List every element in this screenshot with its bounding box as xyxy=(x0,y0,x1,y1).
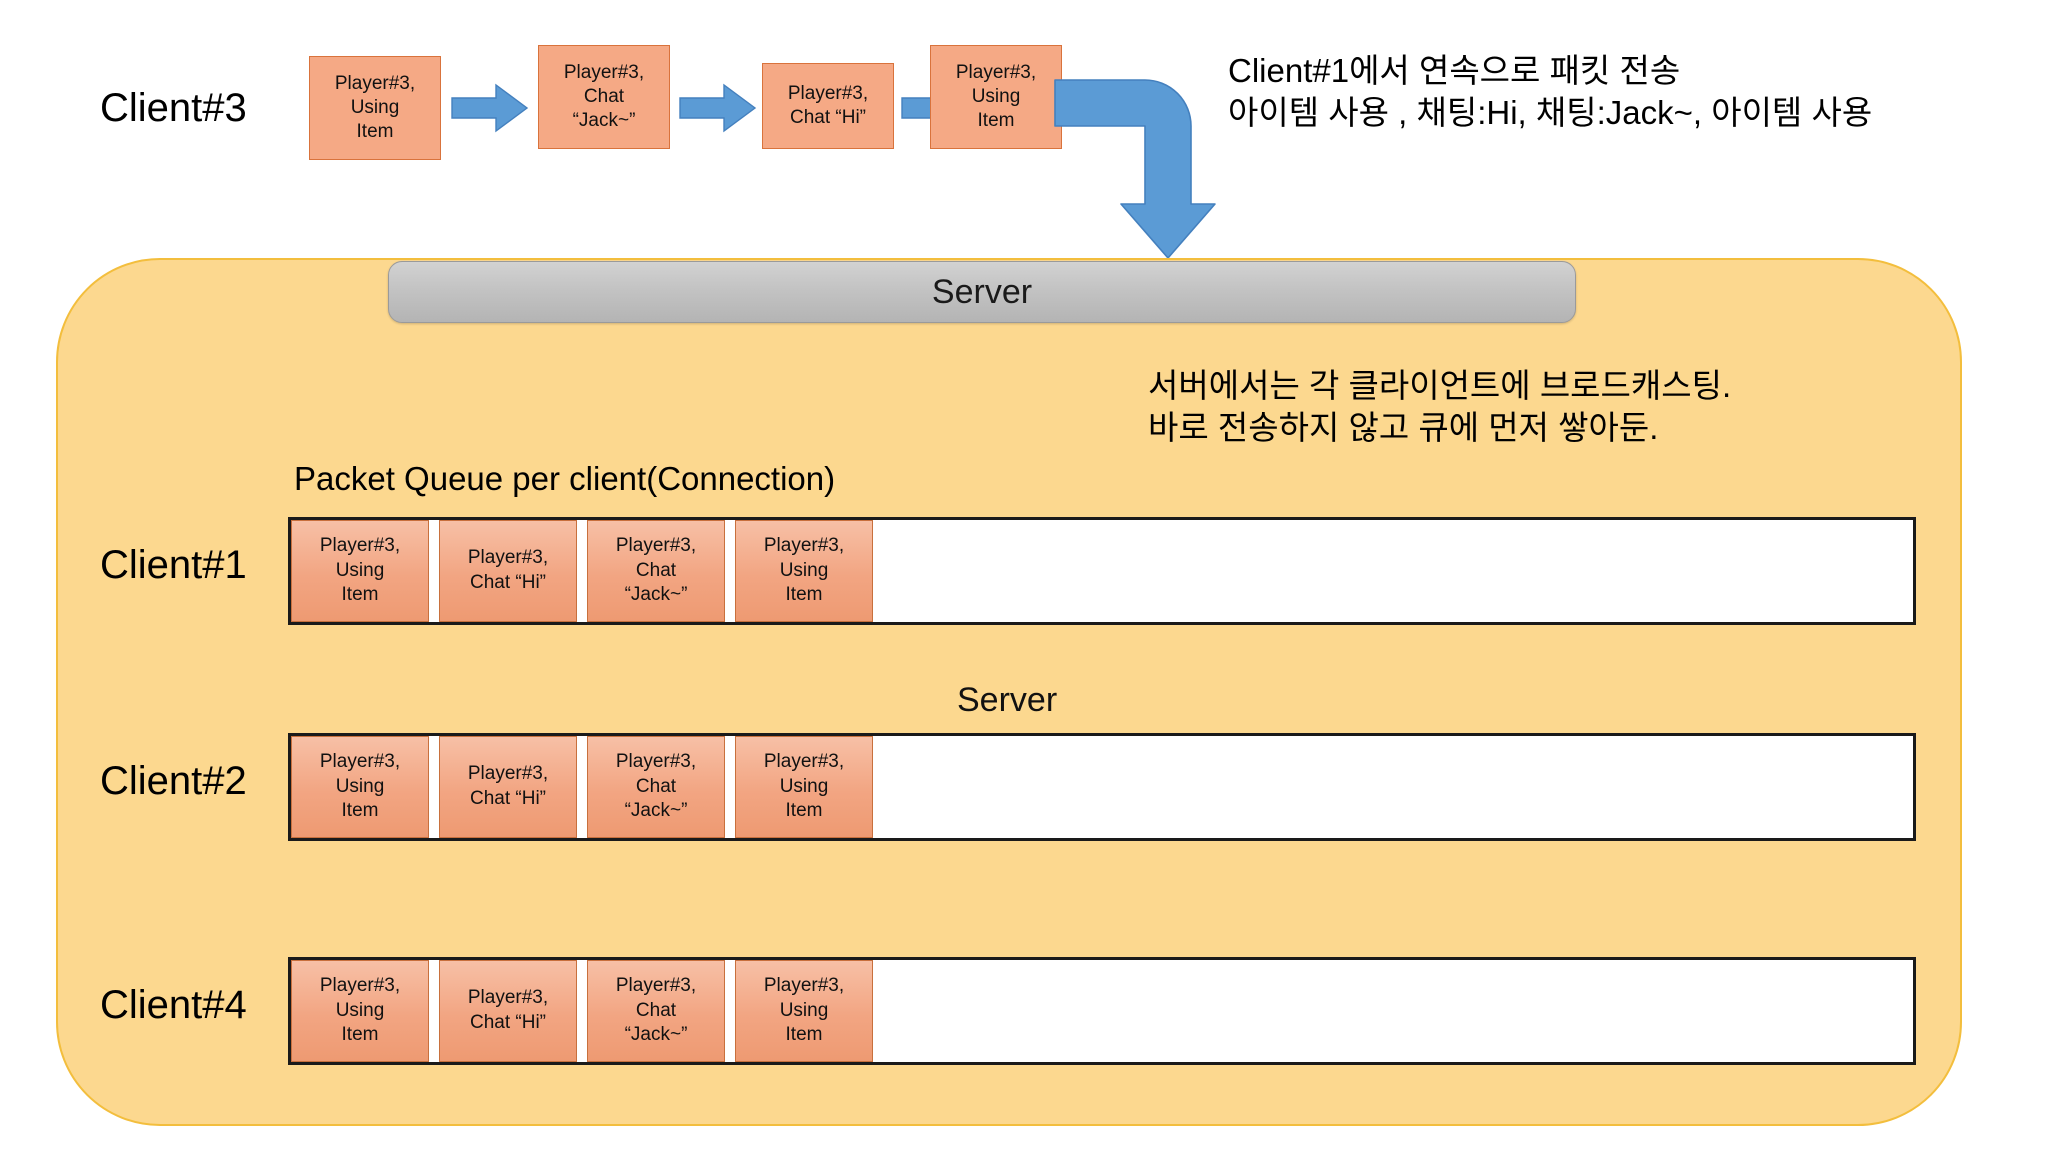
top-packet-1: Player#3, Using Item xyxy=(309,56,441,160)
queue-row-1-packet-3: Player#3, Chat “Jack~” xyxy=(587,520,725,622)
queue-row-3-packet-3: Player#3, Chat “Jack~” xyxy=(587,960,725,1062)
queue-row-1-free-space xyxy=(873,520,1913,622)
queue-row-1-client-label: Client#1 xyxy=(100,543,247,587)
queue-row-3-client-label: Client#4 xyxy=(100,983,247,1027)
queue-row-3-packet-2-text: Player#3, Chat “Hi” xyxy=(467,987,549,1033)
top-packet-2-text: Player#3, Chat “Jack~” xyxy=(563,61,645,132)
top-packet-2: Player#3, Chat “Jack~” xyxy=(538,45,670,149)
queue-row-1: Player#3, Using Item Player#3, Chat “Hi”… xyxy=(288,517,1916,625)
queue-row-2-packet-1: Player#3, Using Item xyxy=(291,736,429,838)
server-bar-label: Server xyxy=(931,272,1033,311)
top-packet-3: Player#3, Chat “Hi” xyxy=(762,63,894,149)
top-packet-3-text: Player#3, Chat “Hi” xyxy=(787,82,869,128)
queue-row-1-packet-3-text: Player#3, Chat “Jack~” xyxy=(615,534,697,606)
queue-gap xyxy=(577,520,587,622)
queue-row-3-free-space xyxy=(873,960,1913,1062)
queue-heading: Packet Queue per client(Connection) xyxy=(294,460,836,497)
queue-row-3-packet-4-text: Player#3, Using Item xyxy=(763,974,845,1046)
queue-row-2-packet-4: Player#3, Using Item xyxy=(735,736,873,838)
queue-gap xyxy=(429,960,439,1062)
queue-row-1-packet-4: Player#3, Using Item xyxy=(735,520,873,622)
queue-row-2-packet-3: Player#3, Chat “Jack~” xyxy=(587,736,725,838)
queue-gap xyxy=(725,960,735,1062)
queue-row-2-packet-2-text: Player#3, Chat “Hi” xyxy=(467,763,549,809)
top-flow-note: Client#1에서 연속으로 패킷 전송 아이템 사용 , 채팅:Hi, 채팅… xyxy=(1228,52,1873,131)
queue-row-2-packet-4-text: Player#3, Using Item xyxy=(763,750,845,822)
queue-row-2: Player#3, Using Item Player#3, Chat “Hi”… xyxy=(288,733,1916,841)
queue-row-3-packet-1-text: Player#3, Using Item xyxy=(319,974,401,1046)
arrow-right-icon xyxy=(679,83,757,133)
queue-row-1-packet-2-text: Player#3, Chat “Hi” xyxy=(467,547,549,593)
queue-gap xyxy=(725,736,735,838)
broadcast-note: 서버에서는 각 클라이언트에 브로드캐스팅. 바로 전송하지 않고 큐에 먼저 … xyxy=(1148,367,1732,446)
queue-row-1-packet-1: Player#3, Using Item xyxy=(291,520,429,622)
queue-gap xyxy=(429,736,439,838)
queue-row-3-packet-1: Player#3, Using Item xyxy=(291,960,429,1062)
queue-row-1-packet-1-text: Player#3, Using Item xyxy=(319,534,401,606)
queue-row-2-packet-3-text: Player#3, Chat “Jack~” xyxy=(615,750,697,822)
top-packet-4: Player#3, Using Item xyxy=(930,45,1062,149)
top-packet-1-text: Player#3, Using Item xyxy=(334,72,416,143)
queue-row-2-packet-2: Player#3, Chat “Hi” xyxy=(439,736,577,838)
queue-row-3: Player#3, Using Item Player#3, Chat “Hi”… xyxy=(288,957,1916,1065)
queue-row-1-packet-2: Player#3, Chat “Hi” xyxy=(439,520,577,622)
queue-gap xyxy=(577,736,587,838)
server-bar: Server xyxy=(388,261,1576,323)
queue-row-3-packet-4: Player#3, Using Item xyxy=(735,960,873,1062)
queue-row-2-packet-1-text: Player#3, Using Item xyxy=(319,750,401,822)
inner-server-label: Server xyxy=(957,681,1058,719)
elbow-arrow-down-icon xyxy=(1054,72,1235,262)
top-packet-4-text: Player#3, Using Item xyxy=(955,61,1037,132)
queue-gap xyxy=(577,960,587,1062)
queue-row-1-packet-4-text: Player#3, Using Item xyxy=(763,534,845,606)
top-client-label: Client#3 xyxy=(100,86,247,130)
queue-gap xyxy=(725,520,735,622)
queue-row-3-packet-3-text: Player#3, Chat “Jack~” xyxy=(615,974,697,1046)
queue-row-2-client-label: Client#2 xyxy=(100,759,247,803)
queue-gap xyxy=(429,520,439,622)
queue-row-2-free-space xyxy=(873,736,1913,838)
queue-row-3-packet-2: Player#3, Chat “Hi” xyxy=(439,960,577,1062)
arrow-right-icon xyxy=(451,83,529,133)
